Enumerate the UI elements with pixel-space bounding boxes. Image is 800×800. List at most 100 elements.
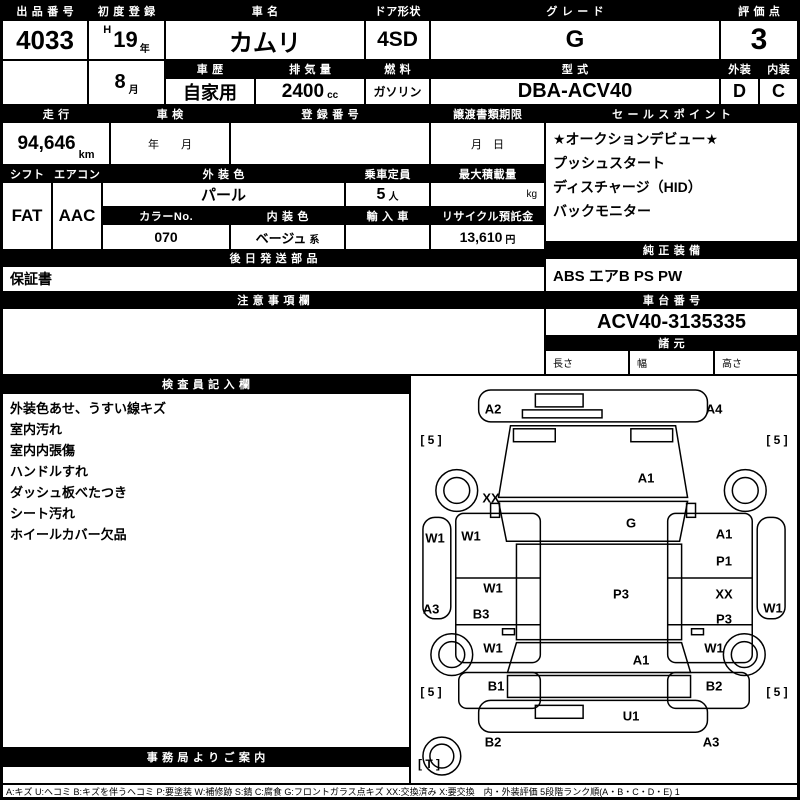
inspector-note-line: シート汚れ [10,506,76,521]
ac-header: エアコン [52,165,102,182]
displacement-cell: 2400 cc [255,78,365,105]
fuel-value: ガソリン [365,78,430,105]
damage-code: A3 [422,601,440,617]
damage-code: P3 [716,611,732,627]
damage-code: [ 5 ] [766,433,788,447]
inspector-note-line: 室内汚れ [10,422,63,437]
damage-code: [ 5 ] [766,685,788,699]
history-header: 車歴 [165,60,255,78]
sales-points-list: ★オークションデビュー★ プッシュスタート ディスチャージ（HID） バックモニ… [545,122,798,242]
inspector-note-line: ダッシュ板べたつき [10,485,128,500]
fuel-header: 燃料 [365,60,430,78]
damage-code: W1 [704,640,724,656]
era-letter: H [103,24,112,36]
mileage-value: 94,646 [17,132,76,154]
sales-point-line: ★オークションデビュー★ [553,131,719,147]
import-value [345,224,430,250]
color-no-header: カラーNo. [102,207,230,224]
auction-no-value: 4033 [2,20,88,60]
car-name-header: 車名 [165,2,365,20]
damage-code: W1 [763,600,783,616]
recycle-cell: 13,610 円 [430,224,545,250]
damage-code: A2 [484,401,502,417]
genuine-value: ABS エアB PS PW [545,258,798,292]
damage-code: B2 [484,734,502,750]
office-info-blank [2,766,410,784]
chassis-header: 車台番号 [545,292,798,308]
grade-header: グレード [430,2,720,20]
caution-header: 注意事項欄 [2,292,545,308]
ext-color-value: パール [102,182,345,207]
damage-code: B1 [487,678,505,694]
month-unit: 月 [128,85,139,96]
score-header: 評価点 [720,2,798,20]
damage-code: W1 [483,640,503,656]
chassis-value: ACV40-3135335 [545,308,798,336]
inspector-note-line: 室内内張傷 [10,443,76,458]
car-name-value: カムリ [165,20,365,60]
recycle-unit: 円 [505,235,516,246]
later-parts-value: 保証書 [2,266,545,292]
capacity-unit: 人 [388,192,399,203]
inspector-note-line: ハンドルすれ [10,464,89,479]
mileage-cell: 94,646 km [2,122,110,165]
damage-code: B2 [705,678,723,694]
reg-no-header: 登録番号 [230,105,430,122]
car-outline-svg [422,389,786,776]
displacement-unit: cc [327,90,339,101]
int-color-suffix: 系 [309,235,320,246]
inspector-note-line: ホイールカバー欠品 [10,527,127,542]
genuine-header: 純正装備 [545,242,798,258]
displacement-value: 2400 [281,80,325,102]
color-no-value: 070 [102,224,230,250]
damage-code: [ 5 ] [420,433,442,447]
import-header: 輸入車 [345,207,430,224]
history-value: 自家用 [165,78,255,105]
damage-code: W1 [425,530,445,546]
recycle-value: 13,610 [459,229,503,245]
spec-length: 長さ [545,350,629,375]
inspector-note-line: 外装色あせ、うすい線キズ [10,401,167,416]
interior-grade: C [759,78,798,105]
shift-value: FAT [2,182,52,250]
later-parts-header: 後日発送部品 [2,250,545,266]
damage-code: A4 [705,401,723,417]
recycle-header: リサイクル預託金 [430,207,545,224]
model-value: DBA-ACV40 [430,78,720,105]
model-header: 型式 [430,60,720,78]
shaken-header: 車検 [110,105,230,122]
int-color-value: ベージュ [255,230,307,246]
interior-header: 内装 [759,60,798,78]
reg-month: 8 [114,71,126,93]
reg-no-value [230,122,430,165]
ac-value: AAC [52,182,102,250]
damage-code: XX [715,586,733,602]
damage-code: G [625,515,637,531]
caution-value [2,308,545,375]
score-value: 3 [720,20,798,60]
year-unit: 年 [139,44,150,55]
auction-no-header: 出品番号 [2,2,88,20]
damage-code: [ T ] [418,757,440,771]
mileage-header: 走行 [2,105,110,122]
damage-code: A1 [637,470,655,486]
int-color-cell: ベージュ 系 [230,224,345,250]
spec-height: 高さ [714,350,798,375]
grade-value: G [430,20,720,60]
damage-code: XX [482,490,500,506]
damage-code: A1 [715,526,733,542]
damage-code: W1 [461,528,481,544]
damage-code: W1 [483,580,503,596]
displacement-header: 排気量 [255,60,365,78]
damage-code: B3 [472,606,490,622]
first-reg-header: 初度登録 [88,2,165,20]
damage-code: U1 [622,708,640,724]
sales-points-header: セールスポイント [545,105,798,122]
door-header: ドア形状 [365,2,430,20]
specs-header: 諸元 [545,336,798,350]
sales-point-line: プッシュスタート [553,155,665,171]
shaken-value: 年 月 [110,122,230,165]
reg-year: 19 [113,27,138,52]
